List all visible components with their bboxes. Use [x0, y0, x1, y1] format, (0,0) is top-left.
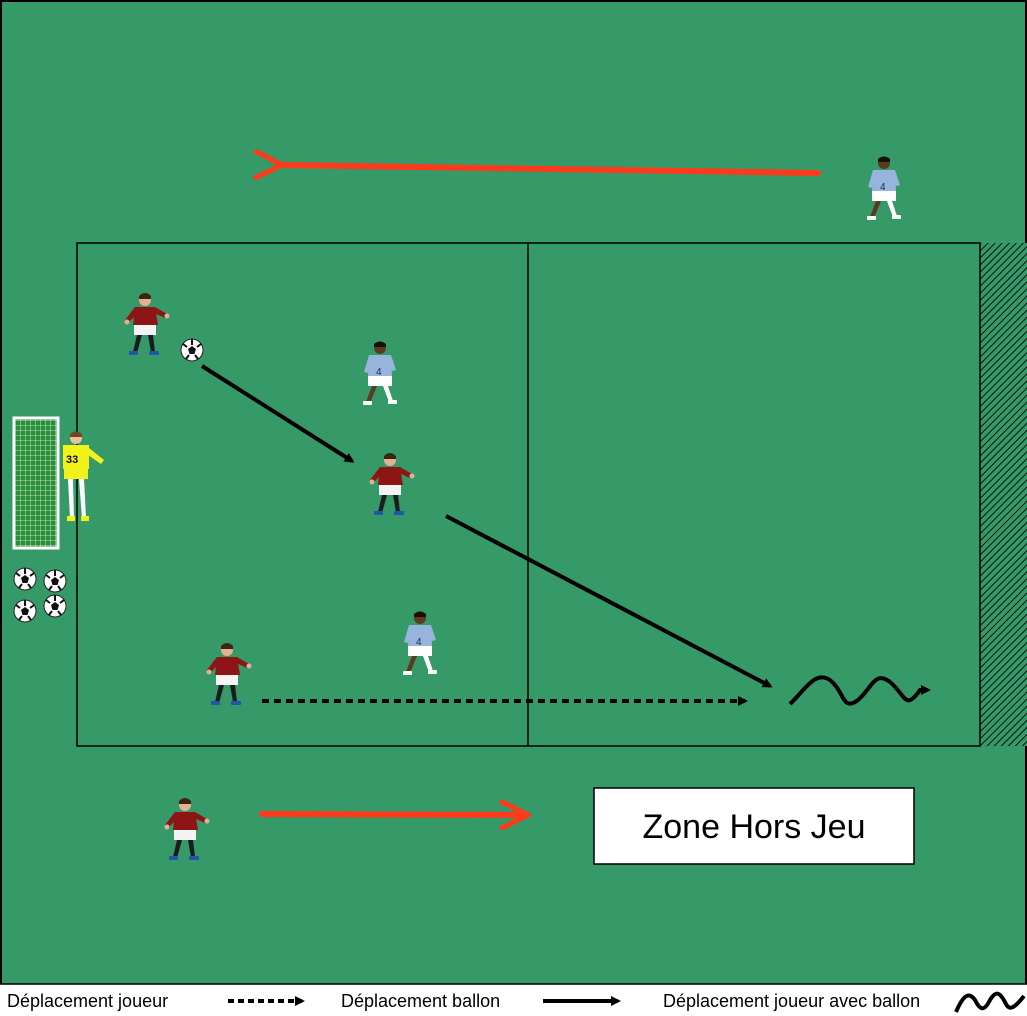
blue-player-number: 4 [880, 182, 886, 193]
offside-hatched-area [980, 243, 1027, 746]
pass-arrow-2 [445, 514, 773, 688]
offside-zone-label: Zone Hors Jeu [593, 787, 915, 865]
legend-ball-move-label: Déplacement ballon [341, 991, 500, 1011]
dribble-squiggle [788, 675, 931, 706]
offside-zone-text: Zone Hors Jeu [643, 808, 866, 846]
svg-text:4: 4 [416, 637, 422, 648]
legend: Déplacement joueur Déplacement ballon Dé… [0, 983, 1027, 1016]
run-arrow-top [282, 165, 821, 173]
legend-squiggle [954, 991, 1026, 1013]
blue-player-lower: 4 [403, 611, 437, 675]
goalkeeper: 33 [63, 431, 104, 521]
blue-player-upper: 4 [363, 341, 397, 405]
run-arrow-bottom [259, 814, 531, 815]
legend-dribble-label: Déplacement joueur avec ballon [663, 991, 920, 1011]
svg-text:4: 4 [376, 367, 382, 378]
legend-player-move-label: Déplacement joueur [7, 991, 168, 1011]
pass-arrow-1 [200, 364, 355, 463]
goalkeeper-number: 33 [66, 454, 78, 466]
blue-player-outside-top: 4 [867, 156, 901, 220]
match-ball [180, 338, 204, 362]
goal [12, 416, 60, 550]
